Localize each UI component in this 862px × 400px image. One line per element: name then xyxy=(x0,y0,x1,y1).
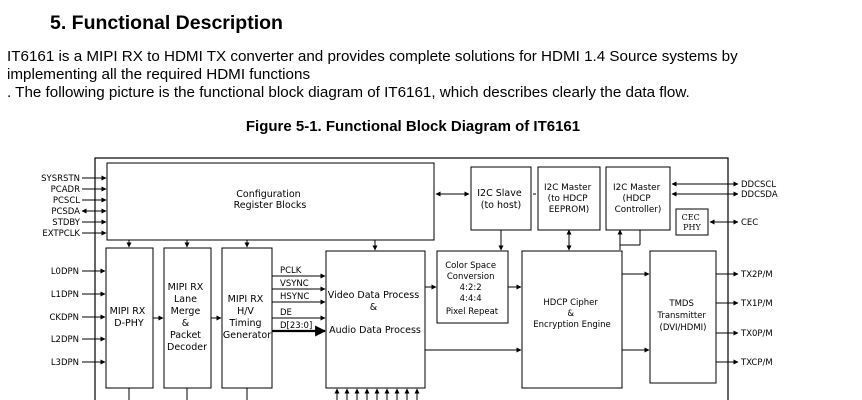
i2c-master-controller-label-line: (HDCP xyxy=(622,194,650,204)
cec-phy-label: CEC PHY xyxy=(682,213,703,232)
pin-label: PCSCL xyxy=(53,196,80,206)
hdcp-label-line: HDCP Cipher xyxy=(543,298,598,308)
timing-label-line: Timing xyxy=(228,318,261,329)
timing-generator-label: MIPI RX H/V Timing Generator xyxy=(223,294,271,341)
paragraph-line-2: implementing all the required HDMI funct… xyxy=(7,66,311,83)
i2c-master-eeprom-label-line: I2C Master xyxy=(544,183,592,193)
signal-label: D[23:0] xyxy=(280,321,312,331)
i2c-master-eeprom-label-line: (to HDCP xyxy=(548,194,588,204)
bus-connections xyxy=(435,191,641,251)
pin-label: CKDPN xyxy=(49,313,79,323)
pin-label: STDBY xyxy=(52,218,80,228)
hdcp-label-line: Encryption Engine xyxy=(533,320,610,330)
i2c-master-controller-label-line: Controller) xyxy=(615,205,662,215)
paragraph-line-3: . The following picture is the functiona… xyxy=(7,84,690,101)
timing-label-line: Generator xyxy=(223,330,271,341)
mipi-dphy-label-line: D-PHY xyxy=(114,318,144,329)
config-down-arrows xyxy=(126,240,378,251)
bottom-stub-lines xyxy=(128,388,248,400)
csc-label-line: Conversion xyxy=(447,272,495,282)
i2c-slave-label-line: I2C Slave xyxy=(477,188,522,199)
pin-label: TXCP/M xyxy=(740,358,773,368)
timing-signal-bus: PCLK VSYNC HSYNC DE D[23:0] xyxy=(272,266,327,337)
csc-label-line: 4:2:2 xyxy=(460,283,482,293)
pin-label: PCSDA xyxy=(51,207,80,217)
signal-label: DE xyxy=(280,308,292,318)
video-audio-process-label: Video Data Process & Audio Data Process xyxy=(328,290,422,336)
video-datapath-arrows xyxy=(425,271,650,353)
timing-label-line: H/V xyxy=(237,306,254,317)
config-label-line: Configuration xyxy=(236,189,300,200)
section-heading: 5. Functional Description xyxy=(50,12,283,34)
lane-merge-label-line: Packet xyxy=(170,330,201,341)
tmds-output-pins: TX2P/M TX1P/M TX0P/M TXCP/M xyxy=(716,270,773,368)
i2c-master-controller-label-line: I2C Master xyxy=(613,183,661,193)
pin-label: L2DPN xyxy=(51,335,79,345)
config-block-label: Configuration Register Blocks xyxy=(234,189,307,211)
video-process-label-line: Audio Data Process xyxy=(329,325,421,336)
pin-label: CEC xyxy=(741,218,758,228)
cec-phy-block xyxy=(675,208,709,236)
pin-label: PCADR xyxy=(51,185,80,195)
chip-boundary xyxy=(94,157,729,400)
csc-label-line: Pixel Repeat xyxy=(446,307,499,317)
signal-label: PCLK xyxy=(280,266,302,276)
right-ddc-cec-pins: DDCSCL DDCSDA CEC xyxy=(671,180,778,228)
cec-phy-label-line: CEC xyxy=(682,213,700,222)
tmds-label-line: (DVI/HDMI) xyxy=(660,323,707,333)
pin-label: DDCSCL xyxy=(741,180,776,190)
i2c-master-controller-label: I2C Master (HDCP Controller) xyxy=(613,183,663,215)
paragraph-line-1: IT6161 is a MIPI RX to HDMI TX converter… xyxy=(7,48,738,65)
mipi-dphy-label: MIPI RX D-PHY xyxy=(110,306,149,329)
pin-label: SYSRSTN xyxy=(41,174,80,184)
lane-merge-label-line: Decoder xyxy=(167,342,207,353)
video-audio-process-block xyxy=(325,250,426,389)
audio-input-arrows xyxy=(334,388,420,400)
pin-label: TX0P/M xyxy=(740,329,773,339)
mipi-lane-pins: L0DPN L1DPN CKDPN L2DPN L3DPN xyxy=(49,267,106,368)
lane-merge-label-line: Lane xyxy=(174,294,197,305)
video-process-label-line: & xyxy=(370,302,378,313)
config-label-line: Register Blocks xyxy=(234,200,307,211)
hdcp-label-line: & xyxy=(567,309,574,319)
i2c-slave-label: I2C Slave (to host) xyxy=(477,188,525,211)
signal-label: VSYNC xyxy=(280,279,309,289)
pin-label: EXTPCLK xyxy=(42,229,80,239)
i2c-slave-label-line: (to host) xyxy=(481,200,521,211)
signal-label: HSYNC xyxy=(280,292,309,302)
functional-block-diagram: Configuration Register Blocks I2C Slave … xyxy=(41,157,778,400)
mipi-dphy-label-line: MIPI RX xyxy=(110,306,146,317)
cec-phy-label-line: PHY xyxy=(683,223,701,232)
left-control-pins: SYSRSTN PCADR PCSCL PCSDA STDBY EXTPCLK xyxy=(41,174,107,239)
i2c-master-hdcp-controller-block xyxy=(605,166,671,231)
pin-label: L0DPN xyxy=(51,267,79,277)
pin-label: L3DPN xyxy=(51,358,79,368)
i2c-master-eeprom-label-line: EEPROM) xyxy=(549,205,589,215)
lane-merge-label-line: Merge xyxy=(171,306,201,317)
timing-label-line: MIPI RX xyxy=(228,294,264,305)
tmds-label: TMDS Transmitter (DVI/HDMI) xyxy=(656,299,708,333)
csc-label-line: 4:4:4 xyxy=(460,294,482,304)
pin-label: TX1P/M xyxy=(740,299,773,309)
csc-label-line: Color Space xyxy=(445,261,496,271)
pin-label: DDCSDA xyxy=(741,190,778,200)
tmds-label-line: TMDS xyxy=(668,299,693,309)
pin-label: L1DPN xyxy=(51,290,79,300)
lane-merge-label: MIPI RX Lane Merge & Packet Decoder xyxy=(167,282,207,353)
config-register-block xyxy=(106,162,435,241)
lane-merge-label-line: MIPI RX xyxy=(168,282,204,293)
figure-caption: Figure 5-1. Functional Block Diagram of … xyxy=(245,118,581,135)
csc-label: Color Space Conversion 4:2:2 4:4:4 Pixel… xyxy=(445,261,499,317)
lane-merge-label-line: & xyxy=(182,318,190,329)
i2c-master-eeprom-label: I2C Master (to HDCP EEPROM) xyxy=(544,183,594,215)
hdcp-cipher-block xyxy=(521,250,623,389)
hdcp-cipher-label: HDCP Cipher & Encryption Engine xyxy=(533,298,610,330)
pin-label: TX2P/M xyxy=(740,270,773,280)
tmds-label-line: Transmitter xyxy=(656,311,706,321)
video-process-label-line: Video Data Process xyxy=(328,290,419,301)
tmds-transmitter-block xyxy=(649,250,717,384)
description-paragraph: IT6161 is a MIPI RX to HDMI TX converter… xyxy=(7,48,857,102)
